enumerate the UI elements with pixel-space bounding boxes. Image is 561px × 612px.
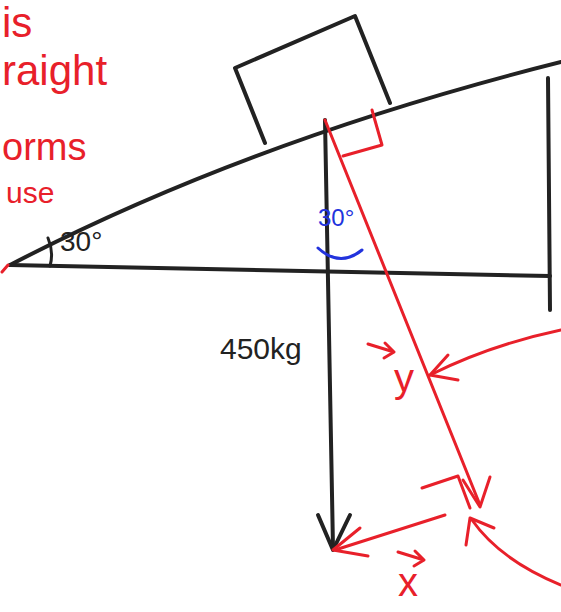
arrowhead [430, 355, 458, 380]
pointer-arrow [430, 330, 561, 375]
note-fragment: orms [2, 128, 86, 166]
ground-line [10, 265, 550, 276]
normal-component [325, 120, 480, 505]
block [235, 16, 390, 143]
mass-label: 450kg [220, 334, 302, 364]
arrowhead [318, 515, 350, 550]
note-fragment: use [6, 178, 54, 208]
angle-label: 30° [318, 206, 354, 230]
arrowhead [466, 518, 494, 545]
incline-surface [10, 62, 561, 265]
incline-side [548, 78, 550, 310]
angle-arc [48, 238, 52, 266]
note-fragment: raight [2, 50, 107, 92]
vector-label: x [398, 562, 418, 602]
vector-label: y [394, 358, 414, 398]
parallel-component [335, 515, 445, 550]
arrowhead [333, 528, 368, 556]
angle-arc [318, 248, 362, 259]
pointer-arrow [472, 520, 561, 585]
right-angle-mark [422, 476, 470, 508]
angle-label: 30° [60, 228, 102, 256]
right-angle-mark [343, 110, 382, 156]
note-fragment: is [2, 2, 32, 44]
weight-vector [325, 120, 333, 548]
red-mark [2, 265, 8, 272]
vector-mark [368, 343, 394, 358]
